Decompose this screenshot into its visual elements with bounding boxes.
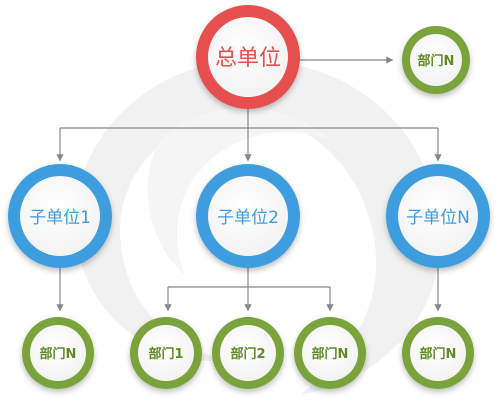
root-node-label: 总单位 [215,46,281,71]
dept-face [138,325,194,381]
dept-label-2: 部门1 [148,346,183,362]
dept-node-3 [212,317,284,389]
dept-node-2 [130,317,202,389]
top-dept-label: 部门N [418,53,455,69]
dept-face [302,325,358,381]
sub-unit-face [208,176,288,256]
top-dept-node [402,26,470,94]
dept-node-5 [402,317,474,389]
sub-unit-face [398,176,478,256]
connectors [56,56,442,312]
dept-node-1 [22,317,94,389]
sub-unit-node-2 [196,164,300,268]
dept-face [30,325,86,381]
dept-face [410,325,466,381]
watermark-logo [74,60,440,395]
root-node [196,5,300,109]
sub-unit-label-2: 子单位2 [217,208,279,228]
sub-unit-face [20,176,100,256]
dept-node-4 [294,317,366,389]
root-node-face [208,17,288,97]
dept-face [220,325,276,381]
dept-label-5: 部门N [420,346,457,362]
dept-label-3: 部门2 [230,346,265,362]
sub-unit-label-n: 子单位N [406,208,470,228]
sub-unit-label-1: 子单位1 [29,208,91,228]
sub-unit-node-1 [8,164,112,268]
top-dept-face [410,34,462,86]
sub-unit-node-n [386,164,490,268]
dept-label-4: 部门N [312,346,349,362]
dept-label-1: 部门N [40,346,77,362]
